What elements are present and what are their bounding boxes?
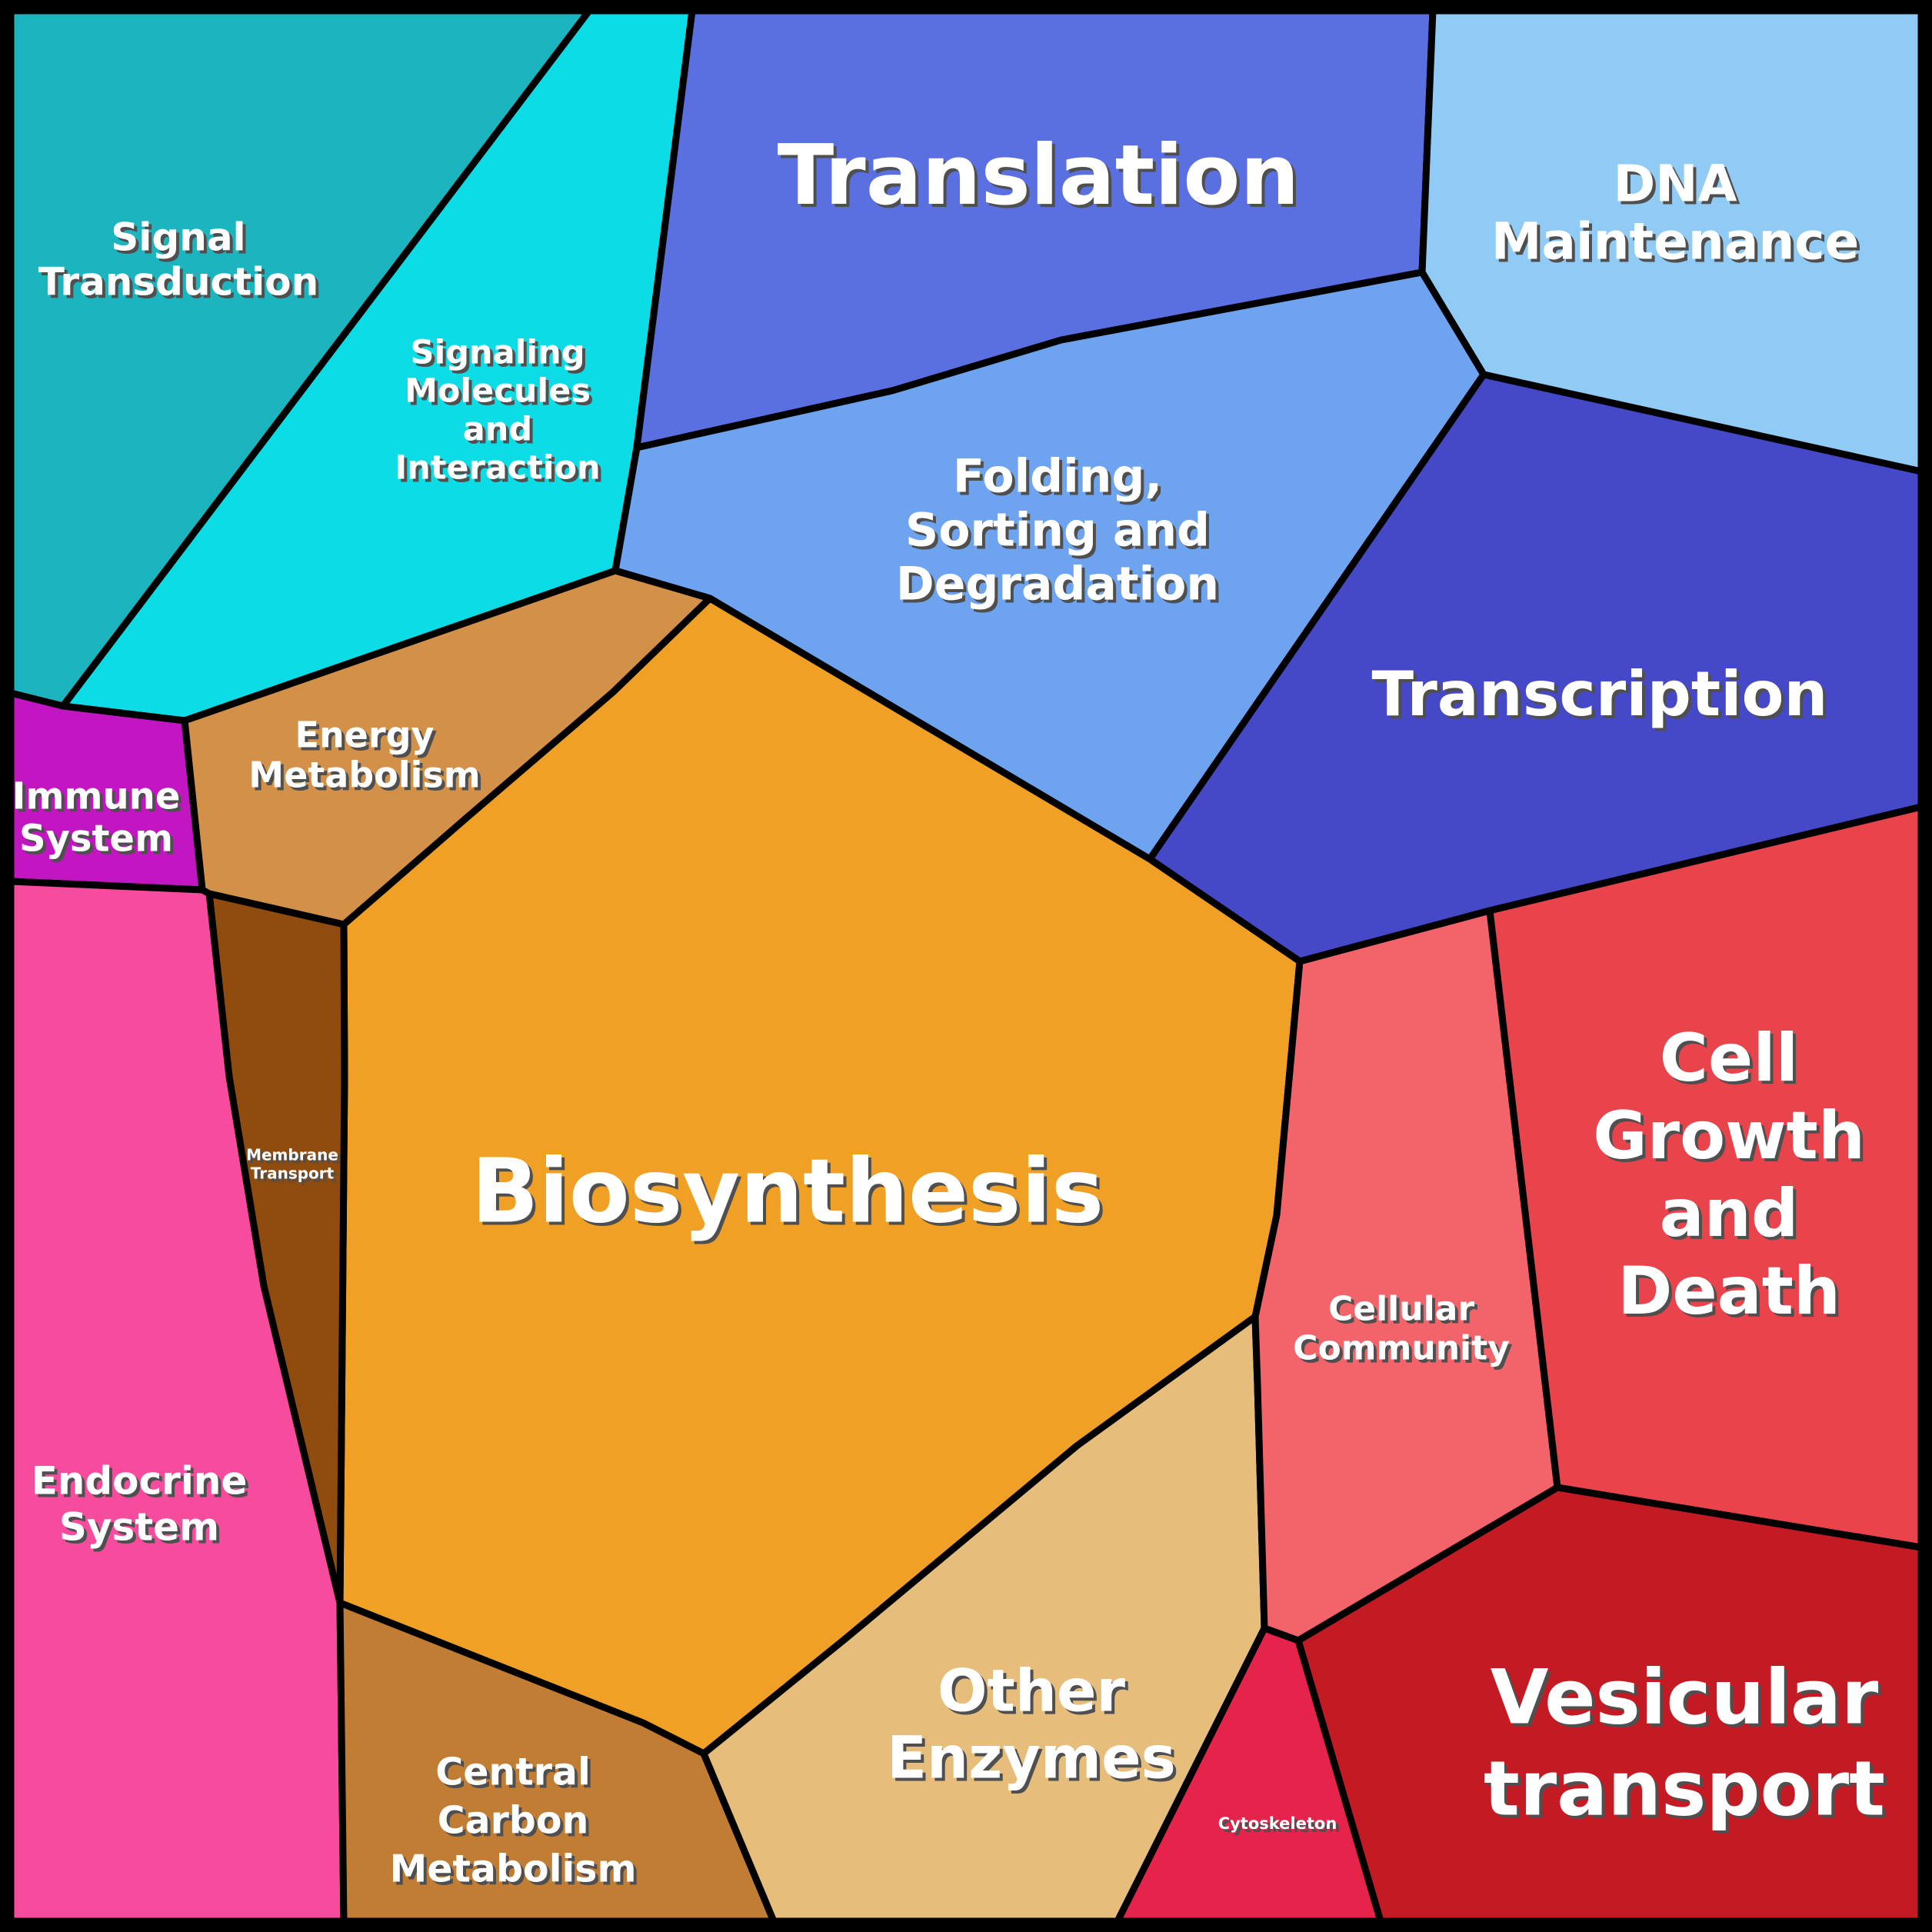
region-endocrine-system-label-line: Endocrine — [32, 1459, 248, 1504]
region-vesicular-transport-label-line: transport — [1487, 1748, 1888, 1836]
region-folding-sorting-degradation-label-line: Folding, — [953, 450, 1162, 504]
region-translation-label-line: Translation — [778, 128, 1300, 224]
region-dna-maintenance-label-line: Maintenance — [1494, 215, 1863, 275]
region-cell-growth-and-death-label-line: Cell — [1663, 1023, 1801, 1100]
region-central-carbon-metabolism-label-line: Central — [435, 1750, 591, 1794]
region-dna-maintenance-label-line: Maintenance — [1491, 212, 1860, 271]
region-cell-growth-and-death-label-line: and — [1663, 1178, 1802, 1255]
region-membrane-transport-label-line: Transport — [254, 1168, 338, 1186]
region-signaling-molecules-label-line: Signaling — [411, 334, 585, 372]
region-energy-metabolism-label-line: Metabolism — [248, 754, 480, 796]
region-central-carbon-metabolism-label-line: Metabolism — [392, 1850, 639, 1894]
region-signaling-molecules-label-line: Interaction — [398, 452, 604, 491]
region-dna-maintenance-label-line: DNA — [1616, 158, 1740, 217]
region-cellular-community-label-line: Community — [1293, 1329, 1510, 1368]
region-vesicular-transport-label-line: Vesicular — [1494, 1657, 1882, 1744]
region-immune-system-label-line: Immune — [15, 778, 184, 821]
region-cytoskeleton-label-line: Cytoskeleton — [1221, 1817, 1341, 1836]
region-central-carbon-metabolism-label-line: Metabolism — [389, 1847, 636, 1891]
region-folding-sorting-degradation-label-line: Sorting and — [905, 504, 1210, 558]
region-cell-growth-and-death-label-line: Death — [1617, 1253, 1840, 1330]
region-other-enzymes-label-line: Other — [938, 1656, 1126, 1724]
region-central-carbon-metabolism-label-line: Carbon — [441, 1802, 592, 1846]
region-membrane-transport-label-line: Transport — [251, 1164, 335, 1183]
region-membrane-transport-label-line: Membrane — [249, 1149, 341, 1168]
region-cell-growth-and-death-label-line: Cell — [1660, 1020, 1798, 1097]
region-other-enzymes-label-line: Enzymes — [890, 1726, 1179, 1794]
region-energy-metabolism-label-line: Energy — [295, 715, 435, 756]
region-signal-transduction-label-line: Transduction — [42, 263, 321, 308]
region-biosynthesis-label-line: Biosynthesis — [471, 1141, 1104, 1244]
region-central-carbon-metabolism-label: CentralCentralCarbonCarbonMetabolismMeta… — [389, 1750, 639, 1894]
region-vesicular-transport-label-line: Vesicular — [1491, 1654, 1879, 1741]
region-other-enzymes-label-line: Other — [941, 1659, 1129, 1727]
region-energy-metabolism-label-line: Metabolism — [251, 758, 483, 799]
region-signaling-molecules-label-line: and — [463, 411, 532, 449]
region-signaling-molecules-label-line: Interaction — [395, 449, 601, 488]
region-transcription-label-line: Transcription — [1375, 661, 1831, 733]
region-cell-growth-and-death-label-line: Death — [1621, 1256, 1844, 1333]
region-folding-sorting-degradation-label-line: Degradation — [899, 561, 1222, 615]
region-translation-label-line: Translation — [781, 131, 1303, 227]
region-cell-growth-and-death-label-line: Growth — [1596, 1101, 1868, 1178]
region-other-enzymes-label-line: Enzymes — [887, 1723, 1176, 1791]
region-transcription-label-line: Transcription — [1372, 658, 1828, 730]
region-endocrine-system-label-line: System — [62, 1508, 222, 1553]
region-endocrine-system-label-line: Endocrine — [35, 1462, 251, 1507]
region-signaling-molecules-label-line: Molecules — [405, 372, 591, 411]
region-cellular-community-label-line: Cellular — [1328, 1290, 1474, 1329]
region-cellular-community-label-line: Community — [1296, 1332, 1513, 1371]
region-signal-transduction-label-line: Signal — [114, 218, 248, 263]
region-signaling-molecules-label-line: and — [466, 414, 535, 452]
region-dna-maintenance-label-line: DNA — [1613, 155, 1737, 214]
region-vesicular-transport-label-line: transport — [1484, 1745, 1885, 1833]
region-cytoskeleton-label-line: Cytoskeleton — [1218, 1814, 1337, 1833]
region-folding-sorting-degradation-label-line: Folding, — [956, 453, 1165, 507]
region-central-carbon-metabolism-label-line: Central — [438, 1754, 594, 1797]
region-biosynthesis-label-line: Biosynthesis — [475, 1144, 1108, 1247]
region-signal-transduction-label-line: Transduction — [38, 260, 318, 305]
region-energy-metabolism-label-line: Energy — [298, 718, 438, 759]
region-folding-sorting-degradation-label-line: Sorting and — [908, 507, 1213, 561]
region-central-carbon-metabolism-label-line: Carbon — [438, 1799, 589, 1843]
region-signal-transduction-label-line: Signal — [111, 215, 245, 260]
region-cell-growth-and-death-label-line: Growth — [1593, 1098, 1865, 1174]
region-cell-growth-and-death-label-line: and — [1660, 1175, 1799, 1252]
region-folding-sorting-degradation-label-line: Degradation — [896, 558, 1219, 611]
region-immune-system-label-line: System — [19, 818, 173, 861]
region-immune-system-label-line: Immune — [12, 775, 181, 818]
region-cellular-community-label-line: Cellular — [1331, 1293, 1477, 1332]
region-membrane-transport-label-line: Membrane — [246, 1146, 338, 1164]
region-signaling-molecules-label: SignalingSignalingMoleculesMoleculesanda… — [395, 334, 604, 491]
region-endocrine-system-label-line: System — [59, 1505, 219, 1550]
region-signaling-molecules-label-line: Molecules — [408, 375, 594, 414]
region-signaling-molecules-label-line: Signaling — [414, 337, 588, 375]
region-immune-system-label-line: System — [22, 821, 176, 864]
